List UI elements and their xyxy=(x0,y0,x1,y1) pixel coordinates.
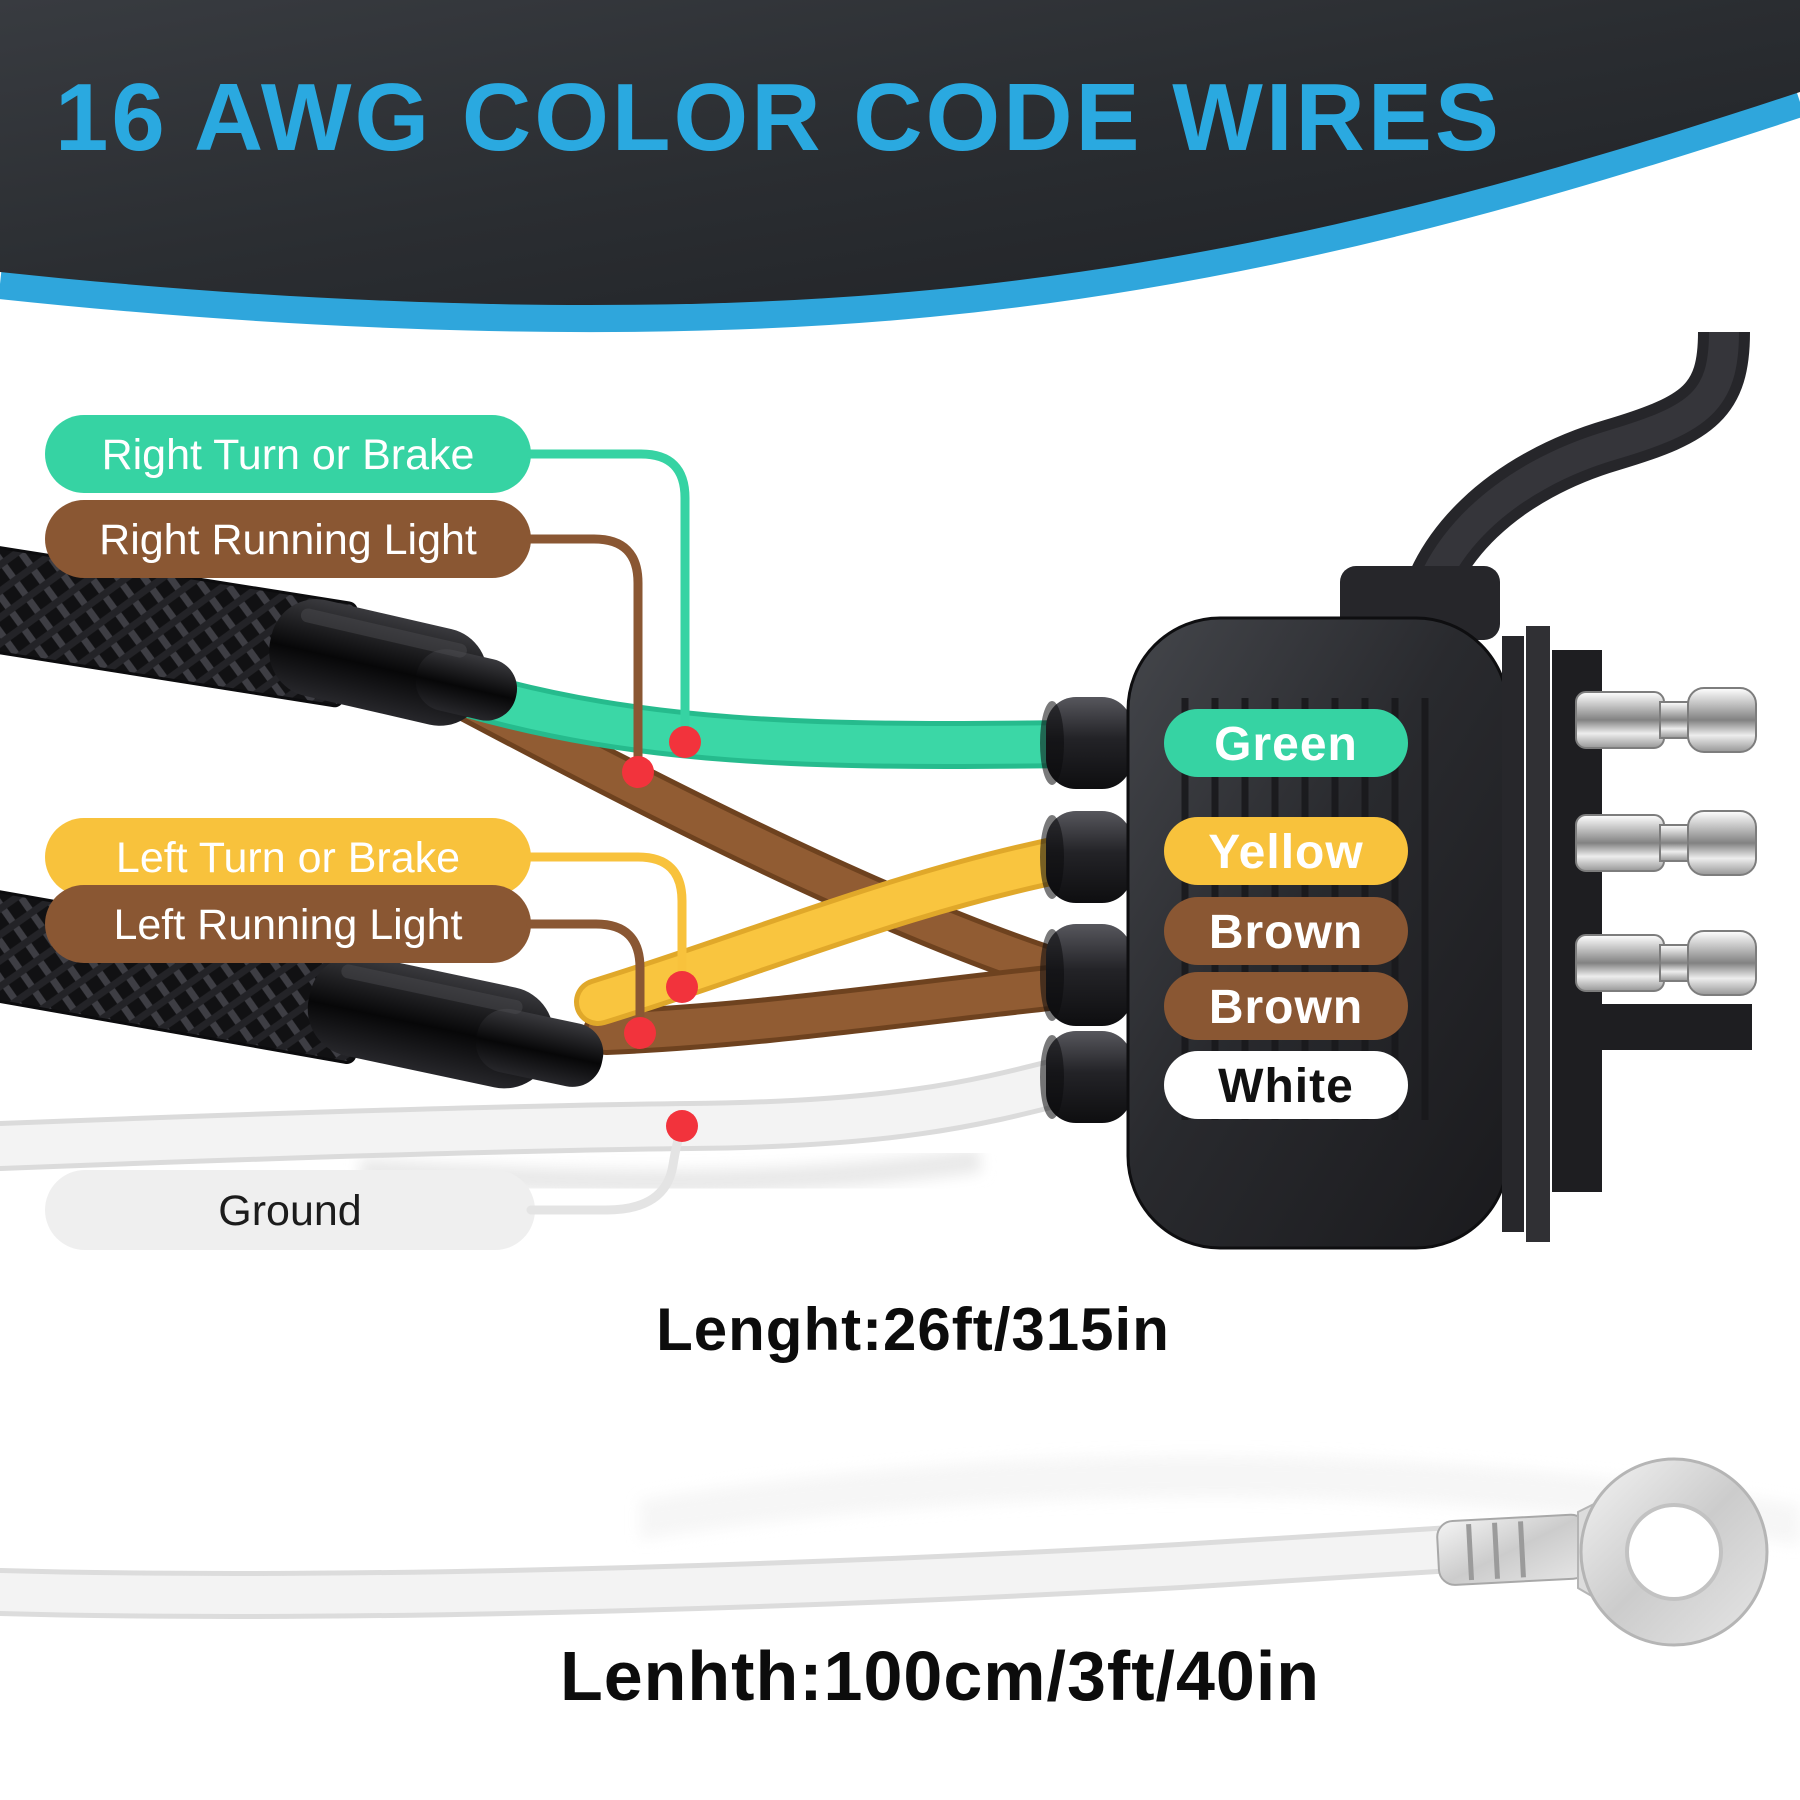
label-right-turn-or-brake-text: Right Turn or Brake xyxy=(102,431,475,479)
label-left-turn-or-brake-text: Left Turn or Brake xyxy=(116,834,460,882)
leader-left-turn xyxy=(526,852,687,992)
leader-left-running xyxy=(526,919,645,1038)
header-blue-curve xyxy=(0,87,1800,333)
terminal-pin-2 xyxy=(1575,810,1757,876)
connector-label-yellow: Yellow xyxy=(1164,817,1408,885)
ring-terminal xyxy=(1436,1457,1769,1647)
label-left-turn-or-brake: Left Turn or Brake xyxy=(45,818,531,896)
terminal-pin-3 xyxy=(1575,930,1757,996)
leader-right-running xyxy=(526,534,643,777)
connector-flange-inner xyxy=(1502,636,1524,1232)
connector-label-green: Green xyxy=(1164,709,1408,777)
connector-label-white-text: White xyxy=(1218,1060,1354,1113)
background-sheen xyxy=(640,1455,1800,1545)
label-right-running-light: Right Running Light xyxy=(45,500,531,578)
leader-right-turn xyxy=(526,449,690,747)
dot-yellow-wire xyxy=(666,971,698,1003)
header-dark-shape xyxy=(0,0,1800,306)
dot-brown-top-wire xyxy=(622,756,654,788)
wire-brown-left-running xyxy=(583,963,1091,1055)
connector-label-brown-2-text: Brown xyxy=(1209,981,1363,1034)
connector-port-green xyxy=(1040,697,1132,789)
label-left-running-light: Left Running Light xyxy=(45,885,531,963)
label-right-turn-or-brake: Right Turn or Brake xyxy=(45,415,531,493)
connector-label-green-text: Green xyxy=(1214,718,1358,771)
connector-port-yellow xyxy=(1040,811,1132,903)
wire-yellow-left-turn xyxy=(574,834,1092,1026)
wire-green-right-turn xyxy=(446,670,1092,770)
heat-shrink-top xyxy=(269,599,518,726)
ground-length-text: Lenhth:100cm/3ft/40in xyxy=(560,1637,1320,1715)
connector-pin-plate-arm xyxy=(1602,1004,1752,1050)
connector-port-brown xyxy=(1040,924,1132,1026)
dot-white-wire xyxy=(666,1110,698,1142)
dot-brown-bottom-wire xyxy=(624,1017,656,1049)
connector-label-brown-1-text: Brown xyxy=(1209,906,1363,959)
connector-label-yellow-text: Yellow xyxy=(1208,826,1363,879)
ground-wire xyxy=(0,1525,1476,1619)
wire-white-ground xyxy=(0,1055,1093,1171)
dot-green-wire xyxy=(669,726,701,758)
wire-brown-right-running xyxy=(447,677,1091,998)
terminal-pin-1 xyxy=(1575,687,1757,753)
label-right-running-light-text: Right Running Light xyxy=(99,516,477,564)
header-banner: 16 AWG COLOR CODE WIRES xyxy=(0,0,1800,333)
label-left-running-light-text: Left Running Light xyxy=(113,901,462,949)
connector-label-brown-1: Brown xyxy=(1164,897,1408,965)
connector-pin-plate xyxy=(1552,650,1602,1192)
connector-flange-outer xyxy=(1526,626,1550,1242)
harness-length-text: Lenght:26ft/315in xyxy=(656,1296,1170,1363)
label-ground-text: Ground xyxy=(218,1187,361,1235)
connection-dots xyxy=(622,726,701,1142)
heat-shrink-bottom xyxy=(307,954,604,1089)
label-ground: Ground xyxy=(45,1170,535,1250)
connector-port-white xyxy=(1040,1031,1132,1123)
leader-lines xyxy=(526,449,690,1215)
connector-label-white: White xyxy=(1164,1051,1408,1119)
page-title: 16 AWG COLOR CODE WIRES xyxy=(55,64,1502,171)
connector-label-brown-2: Brown xyxy=(1164,972,1408,1040)
